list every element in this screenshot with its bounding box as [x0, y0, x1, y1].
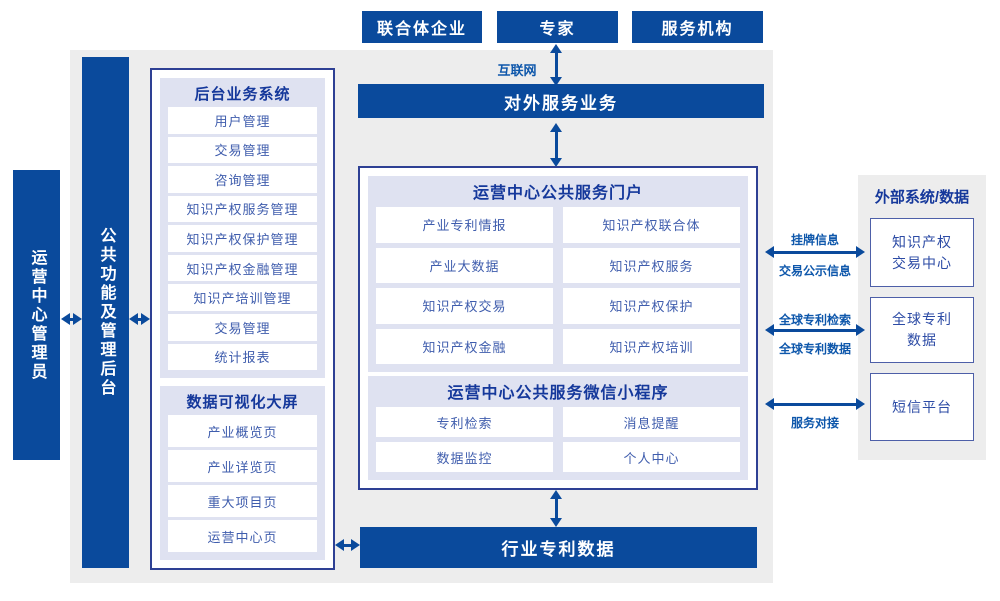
operation-admin-label: 运营中心管理员 [28, 248, 46, 382]
grid-item: 产业大数据 [376, 247, 553, 283]
actor-consortium-enterprise: 联合体企业 [362, 11, 482, 43]
grid-item: 消息提醒 [563, 407, 740, 437]
public-function-backend-bar: 公共功能及管理后台 [82, 57, 129, 568]
miniprogram-grid: 专利检索 消息提醒 数据监控 个人中心 [376, 407, 740, 472]
grid-item: 个人中心 [563, 442, 740, 472]
arrow-ip-trade-center [765, 246, 865, 258]
global-patent-search-label: 全球专利检索 [778, 313, 851, 327]
arrow-internet-vertical [550, 44, 562, 86]
list-item: 产业详览页 [168, 450, 317, 482]
list-item: 产业概览页 [168, 415, 317, 447]
list-item: 重大项目页 [168, 485, 317, 517]
center-service-box: 运营中心公共服务门户 产业专利情报 知识产权联合体 产业大数据 知识产权服务 知… [358, 166, 758, 490]
service-dock-label: 服务对接 [790, 416, 839, 430]
list-item: 知识产培训管理 [168, 284, 317, 311]
grid-item: 知识产权联合体 [563, 207, 740, 243]
backend-system-title: 后台业务系统 [194, 86, 291, 103]
arrow-global-patent-data [765, 324, 865, 336]
list-item: 知识产权金融管理 [168, 254, 317, 282]
list-item: 运营中心页 [168, 520, 317, 552]
actor-expert: 专家 [497, 11, 618, 43]
grid-item: 知识产权金融 [376, 328, 553, 364]
arrow-service-to-portal [550, 123, 562, 167]
arrow-sms-platform [765, 398, 865, 410]
grid-item: 知识产权交易 [376, 288, 553, 324]
list-item: 交易管理 [168, 136, 317, 164]
global-patent-data-label: 全球专利数据 [778, 342, 851, 356]
grid-item: 数据监控 [376, 442, 553, 472]
data-visualization-panel: 数据可视化大屏 产业概览页 产业详览页 重大项目页 运营中心页 [160, 386, 325, 560]
arrow-miniprogram-to-patent-data [550, 490, 562, 527]
external-system-sms-platform: 短信平台 [870, 373, 974, 441]
miniprogram-title: 运营中心公共服务微信小程序 [447, 385, 669, 402]
grid-item: 知识产权培训 [563, 328, 740, 364]
arrow-backend-to-system [129, 313, 150, 325]
grid-item: 产业专利情报 [376, 207, 553, 243]
portal-title: 运营中心公共服务门户 [472, 185, 643, 202]
external-service-bar: 对外服务业务 [358, 84, 764, 118]
trade-publicity-label: 交易公示信息 [778, 264, 851, 278]
data-visualization-title: 数据可视化大屏 [186, 394, 299, 411]
list-item: 咨询管理 [168, 166, 317, 193]
backend-system-panel: 后台业务系统 用户管理 交易管理 咨询管理 知识产权服务管理 知识产权保护管理 … [160, 78, 325, 378]
list-item: 知识产权保护管理 [168, 225, 317, 252]
grid-item: 专利检索 [376, 407, 553, 437]
list-item: 统计报表 [168, 343, 317, 371]
list-item: 用户管理 [168, 107, 317, 134]
left-system-box: 后台业务系统 用户管理 交易管理 咨询管理 知识产权服务管理 知识产权保护管理 … [150, 68, 335, 570]
miniprogram-panel: 运营中心公共服务微信小程序 专利检索 消息提醒 数据监控 个人中心 [368, 376, 748, 480]
industry-patent-data-bar: 行业专利数据 [360, 527, 757, 568]
public-function-backend-label: 公共功能及管理后台 [97, 227, 115, 398]
backend-system-list: 用户管理 交易管理 咨询管理 知识产权服务管理 知识产权保护管理 知识产权金融管… [168, 107, 317, 371]
external-systems-title: 外部系统/数据 [874, 189, 970, 206]
arrow-admin-to-backend [61, 313, 82, 325]
arrow-visualization-to-patent-data [335, 539, 360, 551]
operation-admin-bar: 运营中心管理员 [13, 170, 60, 460]
grid-item: 知识产权保护 [563, 288, 740, 324]
internet-label: 互联网 [497, 63, 537, 78]
portal-grid: 产业专利情报 知识产权联合体 产业大数据 知识产权服务 知识产权交易 知识产权保… [376, 207, 740, 364]
external-system-ip-trade-center: 知识产权 交易中心 [870, 218, 974, 287]
list-item: 知识产权服务管理 [168, 195, 317, 223]
listing-info-label: 挂牌信息 [790, 233, 839, 247]
grid-item: 知识产权服务 [563, 247, 740, 283]
list-item: 交易管理 [168, 313, 317, 341]
data-visualization-list: 产业概览页 产业详览页 重大项目页 运营中心页 [168, 415, 317, 552]
external-system-global-patent-data: 全球专利 数据 [870, 297, 974, 363]
actor-service-agency: 服务机构 [632, 11, 763, 43]
portal-panel: 运营中心公共服务门户 产业专利情报 知识产权联合体 产业大数据 知识产权服务 知… [368, 176, 748, 372]
